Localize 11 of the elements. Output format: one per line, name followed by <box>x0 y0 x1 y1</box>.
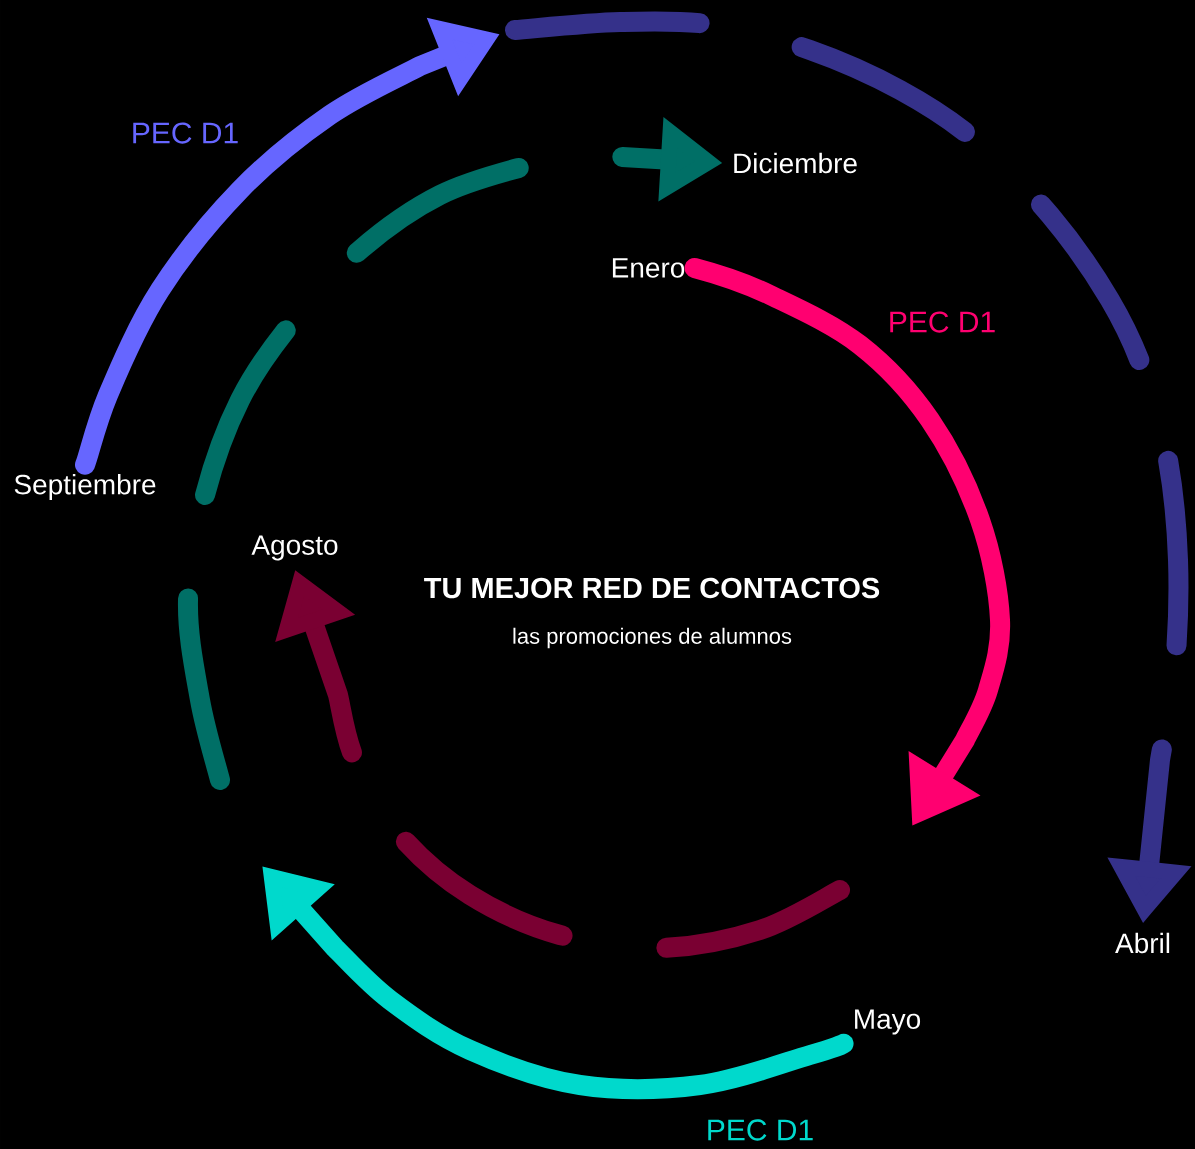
month-label: Enero <box>612 258 685 278</box>
edge-label: PEC D1 <box>133 122 238 144</box>
month-label: Agosto <box>251 535 338 561</box>
month-label: Diciembre <box>734 152 857 174</box>
subtitle: las promociones de alumnos <box>513 627 792 649</box>
title: TU MEJOR RED DE CONTACTOS <box>424 577 880 599</box>
edge-label: PEC D1 <box>890 311 995 333</box>
edge-label: PEC D1 <box>708 1119 813 1141</box>
month-label: Mayo <box>855 1009 921 1035</box>
month-label: Abril <box>1115 932 1170 954</box>
month-label: Septiembre <box>14 473 156 501</box>
